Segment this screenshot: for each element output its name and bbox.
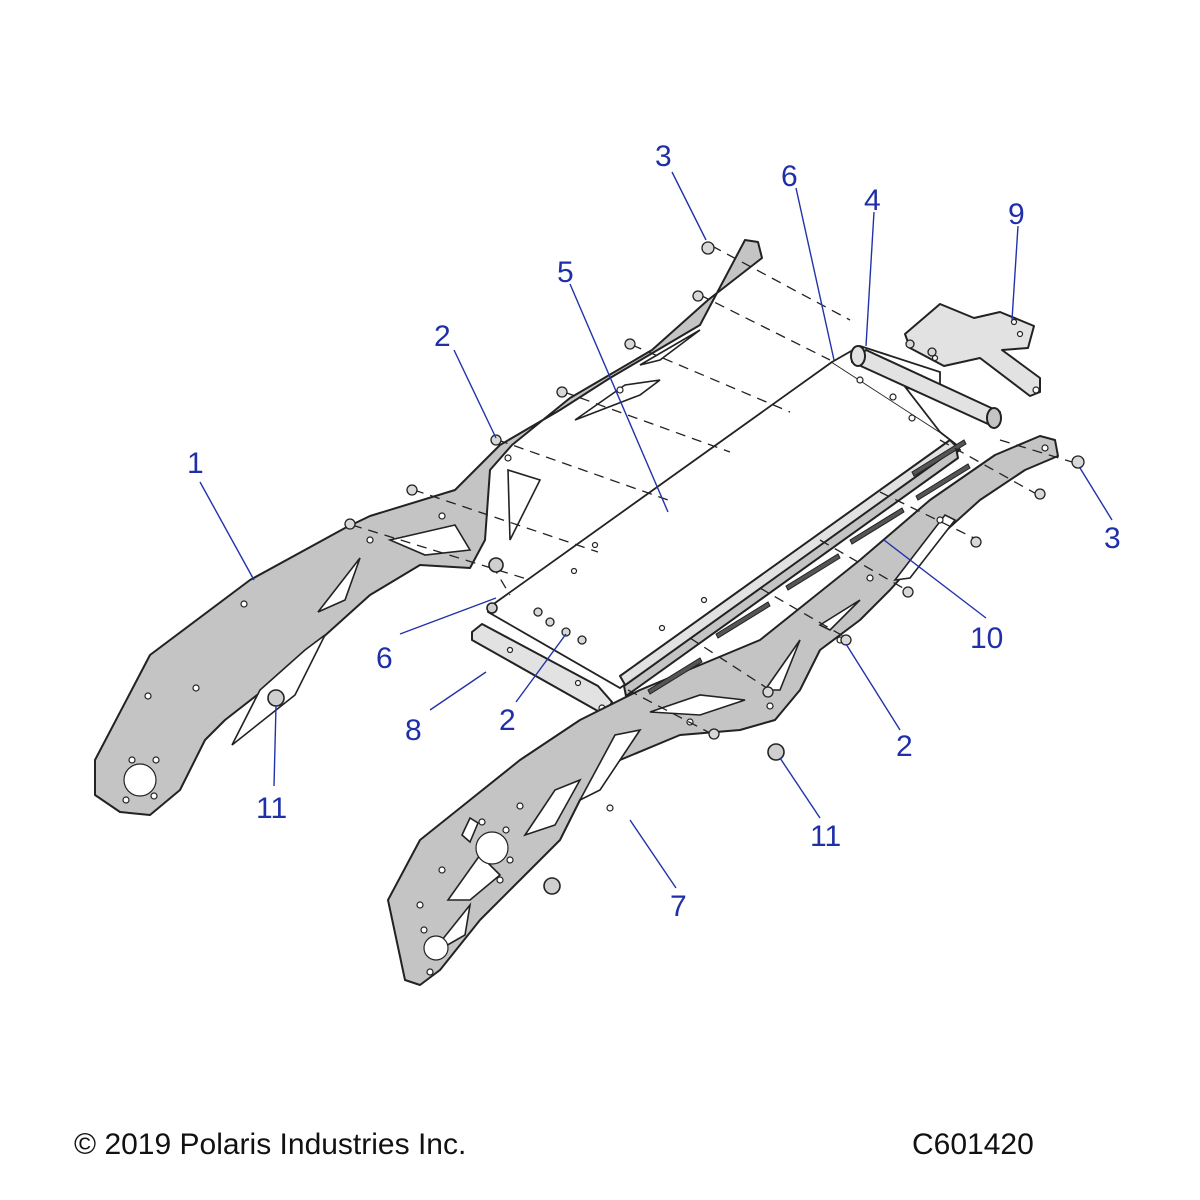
bolt-icon <box>577 635 587 645</box>
bolt-icon <box>1034 488 1046 500</box>
callout-labels: 3 6 4 9 5 2 1 3 10 6 2 8 2 11 11 7 <box>187 140 1121 923</box>
bolts <box>344 241 1085 740</box>
callout-2: 2 <box>499 704 516 737</box>
callout-11: 11 <box>810 820 841 853</box>
washer-icon <box>486 602 498 614</box>
bolt-icon <box>762 686 774 698</box>
bolt-icon <box>556 386 568 398</box>
bolt-icon <box>1071 455 1085 469</box>
callout-9: 9 <box>1008 198 1025 231</box>
drawing-number: C601420 <box>912 1128 1034 1161</box>
right-rail-part-7 <box>387 435 1059 986</box>
callout-8: 8 <box>405 714 422 747</box>
bolt-icon <box>344 518 356 530</box>
bolt-icon <box>701 241 715 255</box>
bolt-icon <box>905 339 915 349</box>
bolt-icon <box>533 607 543 617</box>
side-channel-part-10 <box>619 439 961 697</box>
bolt-icon <box>490 434 502 446</box>
callout-11: 11 <box>256 792 287 825</box>
deck-plate-part-5 <box>487 345 960 690</box>
bolt-icon <box>927 347 937 357</box>
deck-slots <box>647 439 971 695</box>
washer-icon <box>488 557 504 573</box>
leader-lines <box>199 171 1113 889</box>
bolt-icon <box>970 536 982 548</box>
callout-10: 10 <box>970 622 1003 655</box>
rear-bracket-part-9 <box>904 303 1041 397</box>
callout-3: 3 <box>655 140 672 173</box>
callout-6: 6 <box>376 642 393 675</box>
bolt-icon <box>840 634 852 646</box>
washer-icon <box>767 743 785 761</box>
callout-1: 1 <box>187 447 204 480</box>
bolt-icon <box>708 728 720 740</box>
callout-4: 4 <box>864 184 881 217</box>
callout-2: 2 <box>896 730 913 763</box>
bolt-icon <box>692 290 704 302</box>
bolt-icon <box>406 484 418 496</box>
roller-part-4 <box>850 345 1002 429</box>
bolt-icon <box>561 627 571 637</box>
callout-6: 6 <box>781 160 798 193</box>
bolt-icon <box>545 617 555 627</box>
bolt-icon <box>902 586 914 598</box>
callout-7: 7 <box>670 890 687 923</box>
washer-icon <box>267 689 285 707</box>
washer-icon <box>543 877 561 895</box>
callout-2: 2 <box>434 320 451 353</box>
copyright-notice: © 2019 Polaris Industries Inc. <box>74 1128 467 1161</box>
bolt-icon <box>624 338 636 350</box>
callout-5: 5 <box>557 256 574 289</box>
callout-3: 3 <box>1104 522 1121 555</box>
washers <box>267 557 785 895</box>
